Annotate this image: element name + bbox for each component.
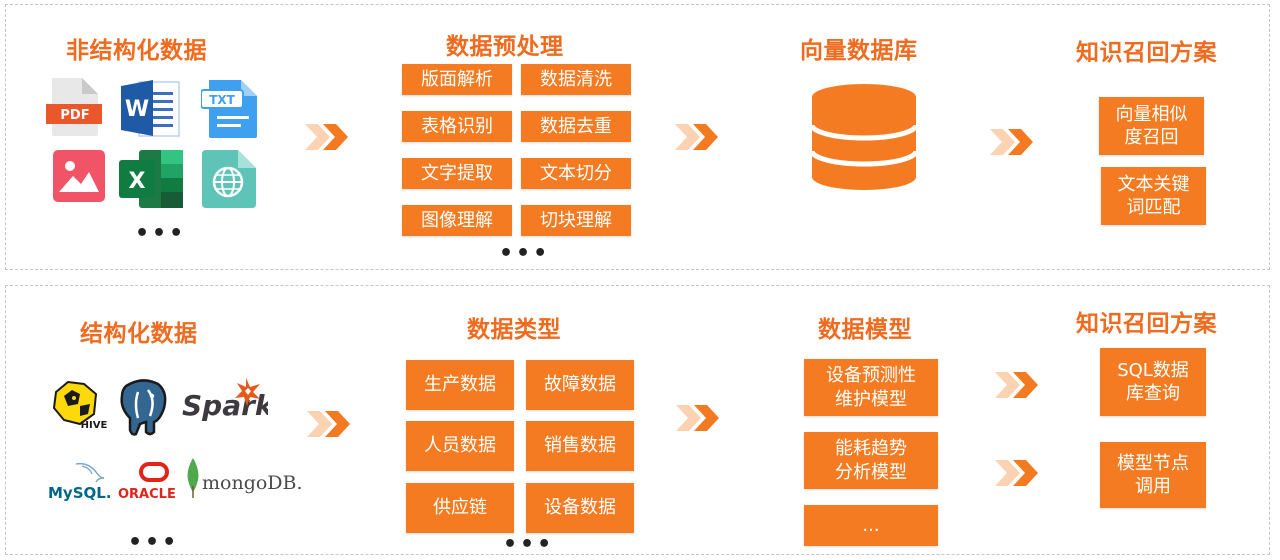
image-icon xyxy=(53,150,105,202)
pdf-label: PDF xyxy=(60,108,89,123)
data-model-item: 能耗趋势 分析模型 xyxy=(804,432,938,489)
excel-letter: X xyxy=(129,169,146,194)
structured-data-title: 结构化数据 xyxy=(80,321,198,347)
database-icon xyxy=(810,84,918,190)
mysql-label: MySQL. xyxy=(48,484,112,502)
recall-item: SQL数据 库查询 xyxy=(1100,348,1206,416)
more-dots: ••• xyxy=(499,241,551,266)
vector-db-title: 向量数据库 xyxy=(800,38,918,64)
double-arrow-icon xyxy=(995,460,1038,486)
recall-item: 文本关键 词匹配 xyxy=(1101,167,1206,225)
data-model-item: 设备预测性 维护模型 xyxy=(804,359,938,416)
recall-item: 模型节点 调用 xyxy=(1100,442,1206,508)
oracle-logo: ORACLE xyxy=(118,462,176,502)
preprocess-item: 图像理解 xyxy=(402,205,512,236)
data-models-title: 数据模型 xyxy=(818,317,912,343)
more-dots: ••• xyxy=(503,532,555,557)
web-icon xyxy=(202,150,256,208)
mysql-logo: MySQL. xyxy=(48,462,112,502)
data-type-item: 生产数据 xyxy=(406,360,514,410)
word-icon: W xyxy=(121,80,180,137)
preprocess-item: 文字提取 xyxy=(402,158,512,189)
pdf-icon: PDF xyxy=(46,78,102,136)
preprocess-item: 文本切分 xyxy=(521,158,631,189)
spark-logo: Spark xyxy=(182,378,268,422)
hive-logo: HIVE xyxy=(52,380,108,430)
txt-label: TXT xyxy=(209,93,235,107)
preprocess-item: 版面解析 xyxy=(402,64,512,95)
spark-label: Spark xyxy=(182,389,268,422)
excel-icon: X xyxy=(119,150,183,208)
hive-label: HIVE xyxy=(81,420,108,430)
recall-title: 知识召回方案 xyxy=(1076,40,1217,66)
double-arrow-icon xyxy=(995,372,1038,398)
unstructured-data-title: 非结构化数据 xyxy=(66,38,207,64)
preprocess-item: 切块理解 xyxy=(521,205,631,236)
data-type-item: 人员数据 xyxy=(406,421,514,471)
double-arrow-icon xyxy=(990,129,1033,155)
data-type-item: 设备数据 xyxy=(526,483,634,533)
postgresql-logo xyxy=(120,379,167,436)
data-types-title: 数据类型 xyxy=(467,317,561,343)
recall-item: 向量相似 度召回 xyxy=(1099,97,1204,155)
oracle-label: ORACLE xyxy=(118,487,176,502)
word-letter: W xyxy=(125,97,149,122)
mongodb-logo: mongoDB. xyxy=(187,458,303,498)
recall-title: 知识召回方案 xyxy=(1076,311,1217,337)
data-type-item: 故障数据 xyxy=(526,360,634,410)
double-arrow-icon xyxy=(676,405,719,431)
txt-icon: TXT xyxy=(201,80,257,138)
data-model-item: ... xyxy=(804,505,938,546)
preprocessing-title: 数据预处理 xyxy=(446,34,564,60)
double-arrow-icon xyxy=(675,124,718,150)
more-dots: ••• xyxy=(135,221,187,246)
double-arrow-icon xyxy=(305,124,348,150)
preprocess-item: 数据去重 xyxy=(521,111,631,142)
more-dots: ••• xyxy=(128,530,180,555)
mongodb-label: mongoDB. xyxy=(202,472,303,494)
preprocess-item: 表格识别 xyxy=(402,111,512,142)
structured-panel xyxy=(5,285,1270,555)
double-arrow-icon xyxy=(307,411,350,437)
data-type-item: 供应链 xyxy=(406,483,514,533)
preprocess-item: 数据清洗 xyxy=(521,64,631,95)
data-type-item: 销售数据 xyxy=(526,421,634,471)
